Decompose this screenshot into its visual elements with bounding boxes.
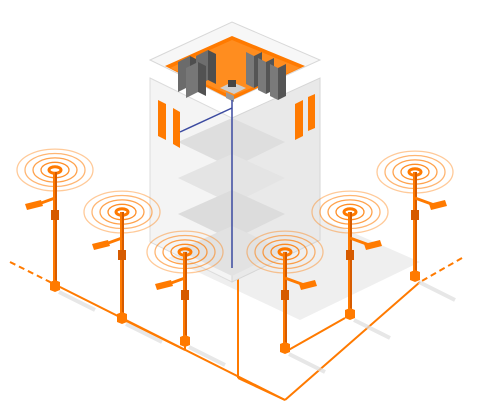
smart-pole-icon bbox=[246, 230, 326, 374]
smart-pole-icon bbox=[83, 190, 163, 344]
server-building-icon bbox=[148, 21, 322, 283]
lamp-head-icon bbox=[25, 200, 43, 210]
lamp-head-icon bbox=[155, 280, 173, 290]
smart-pole-icon bbox=[146, 230, 226, 367]
smart-street-light-poles bbox=[16, 148, 456, 374]
smart-pole-icon bbox=[311, 190, 391, 340]
server-rack-icon bbox=[178, 50, 216, 98]
lamp-head-icon bbox=[364, 240, 382, 250]
lamp-head-icon bbox=[429, 200, 447, 210]
smart-pole-icon bbox=[376, 150, 456, 302]
lamp-head-icon bbox=[299, 280, 317, 290]
ground-network-cables bbox=[9, 257, 463, 401]
building-accents bbox=[158, 94, 315, 148]
smart-pole-icon bbox=[16, 148, 96, 312]
lamp-head-icon bbox=[92, 240, 110, 250]
workstation-icon bbox=[220, 80, 246, 102]
server-rack-icon bbox=[246, 52, 286, 100]
fiber-line bbox=[179, 100, 233, 268]
